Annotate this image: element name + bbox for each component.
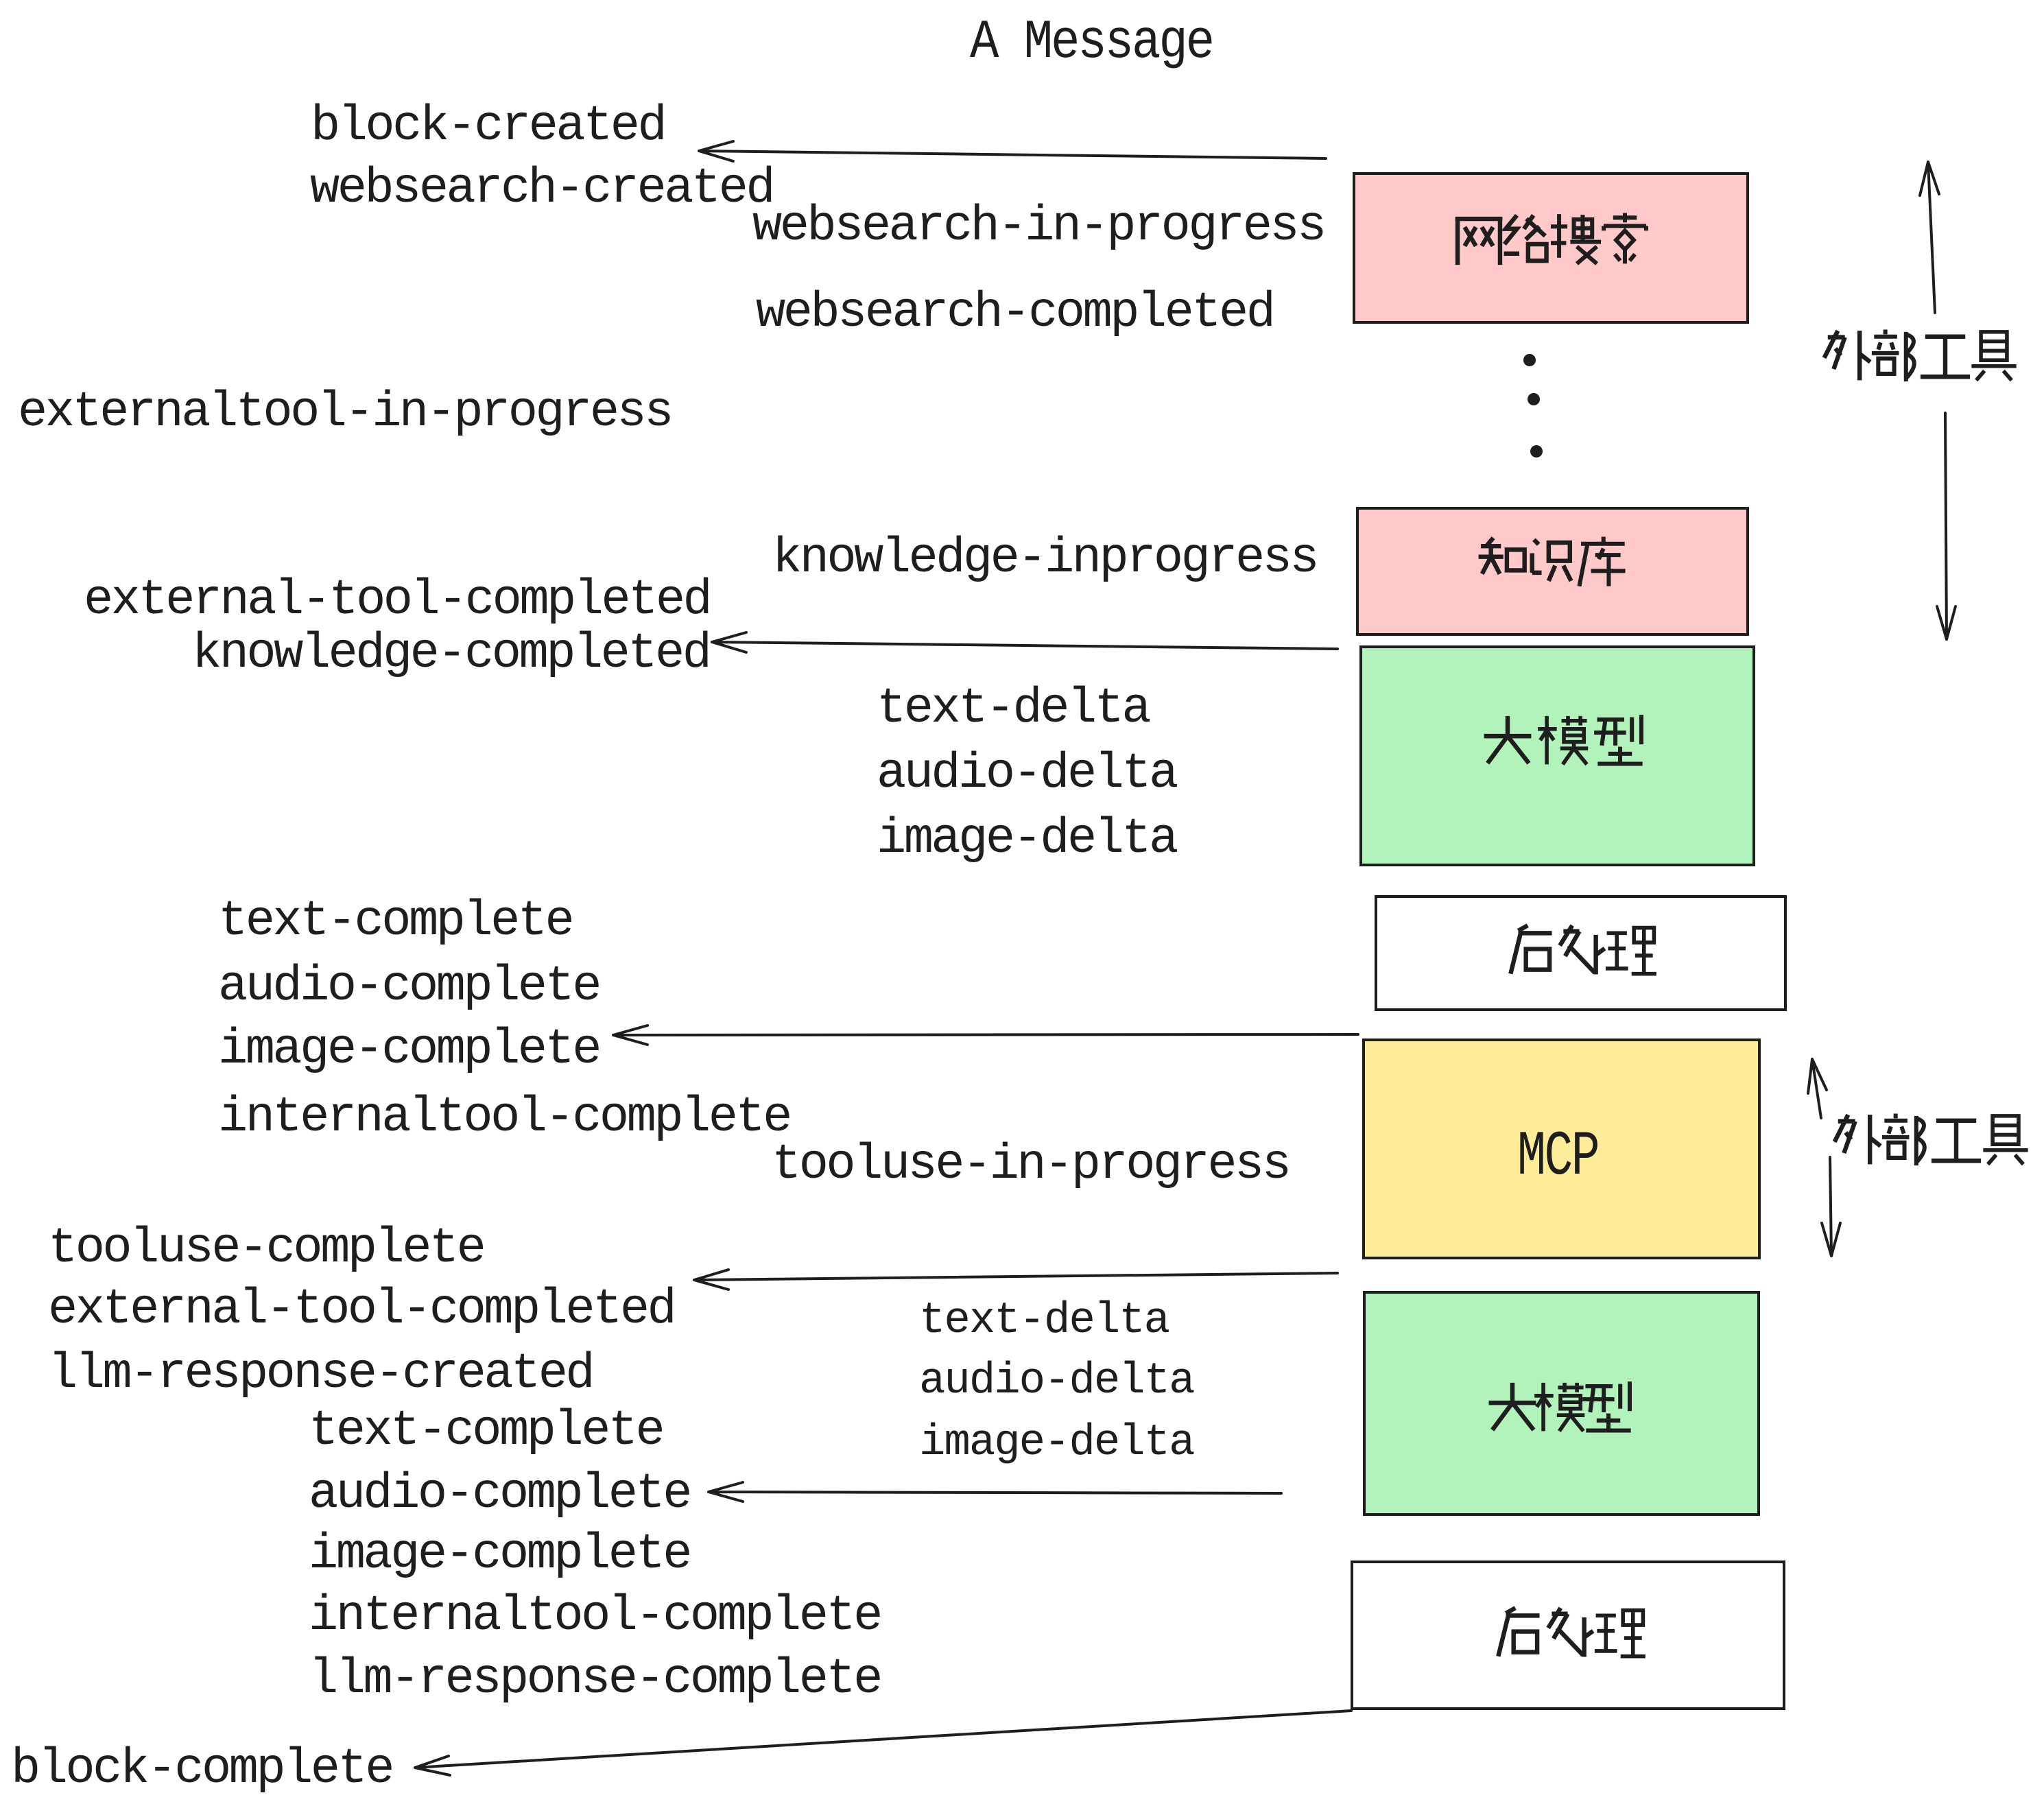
svg-text:text-complete: text-complete <box>218 893 572 949</box>
svg-text:internaltool-complete: internaltool-complete <box>309 1588 881 1644</box>
svg-text:audio-delta: audio-delta <box>919 1357 1194 1406</box>
svg-text:websearch-completed: websearch-completed <box>756 285 1273 341</box>
svg-text:websearch-in-progress: websearch-in-progress <box>752 198 1324 254</box>
svg-text:knowledge-completed: knowledge-completed <box>192 626 709 682</box>
svg-text:A Message: A Message <box>970 12 1213 74</box>
svg-text:text-delta: text-delta <box>877 680 1150 737</box>
svg-text:knowledge-inprogress: knowledge-inprogress <box>772 530 1317 586</box>
svg-text:audio-complete: audio-complete <box>309 1466 690 1522</box>
svg-text:websearch-created: websearch-created <box>310 161 773 217</box>
svg-text:external-tool-completed: external-tool-completed <box>84 572 710 628</box>
svg-text:text-delta: text-delta <box>919 1296 1169 1346</box>
svg-text:text-complete: text-complete <box>309 1403 663 1459</box>
svg-text:tooluse-in-progress: tooluse-in-progress <box>772 1137 1289 1193</box>
svg-text:tooluse-complete: tooluse-complete <box>48 1220 484 1277</box>
svg-text:image-delta: image-delta <box>919 1419 1194 1468</box>
svg-text:image-delta: image-delta <box>877 811 1177 867</box>
svg-text:externaltool-in-progress: externaltool-in-progress <box>18 384 672 440</box>
svg-text:external-tool-completed: external-tool-completed <box>48 1281 674 1338</box>
svg-text:llm-response-complete: llm-response-complete <box>309 1651 881 1707</box>
svg-text:image-complete: image-complete <box>309 1526 690 1582</box>
svg-text:llm-response-created: llm-response-created <box>48 1346 593 1402</box>
svg-text:image-complete: image-complete <box>218 1021 599 1078</box>
svg-text:MCP: MCP <box>1517 1121 1598 1193</box>
svg-text:audio-complete: audio-complete <box>218 958 599 1014</box>
svg-text:block-complete: block-complete <box>11 1741 392 1797</box>
svg-text:internaltool-complete: internaltool-complete <box>218 1089 790 1146</box>
svg-text:audio-delta: audio-delta <box>877 746 1177 802</box>
svg-text:block-created: block-created <box>311 98 665 154</box>
